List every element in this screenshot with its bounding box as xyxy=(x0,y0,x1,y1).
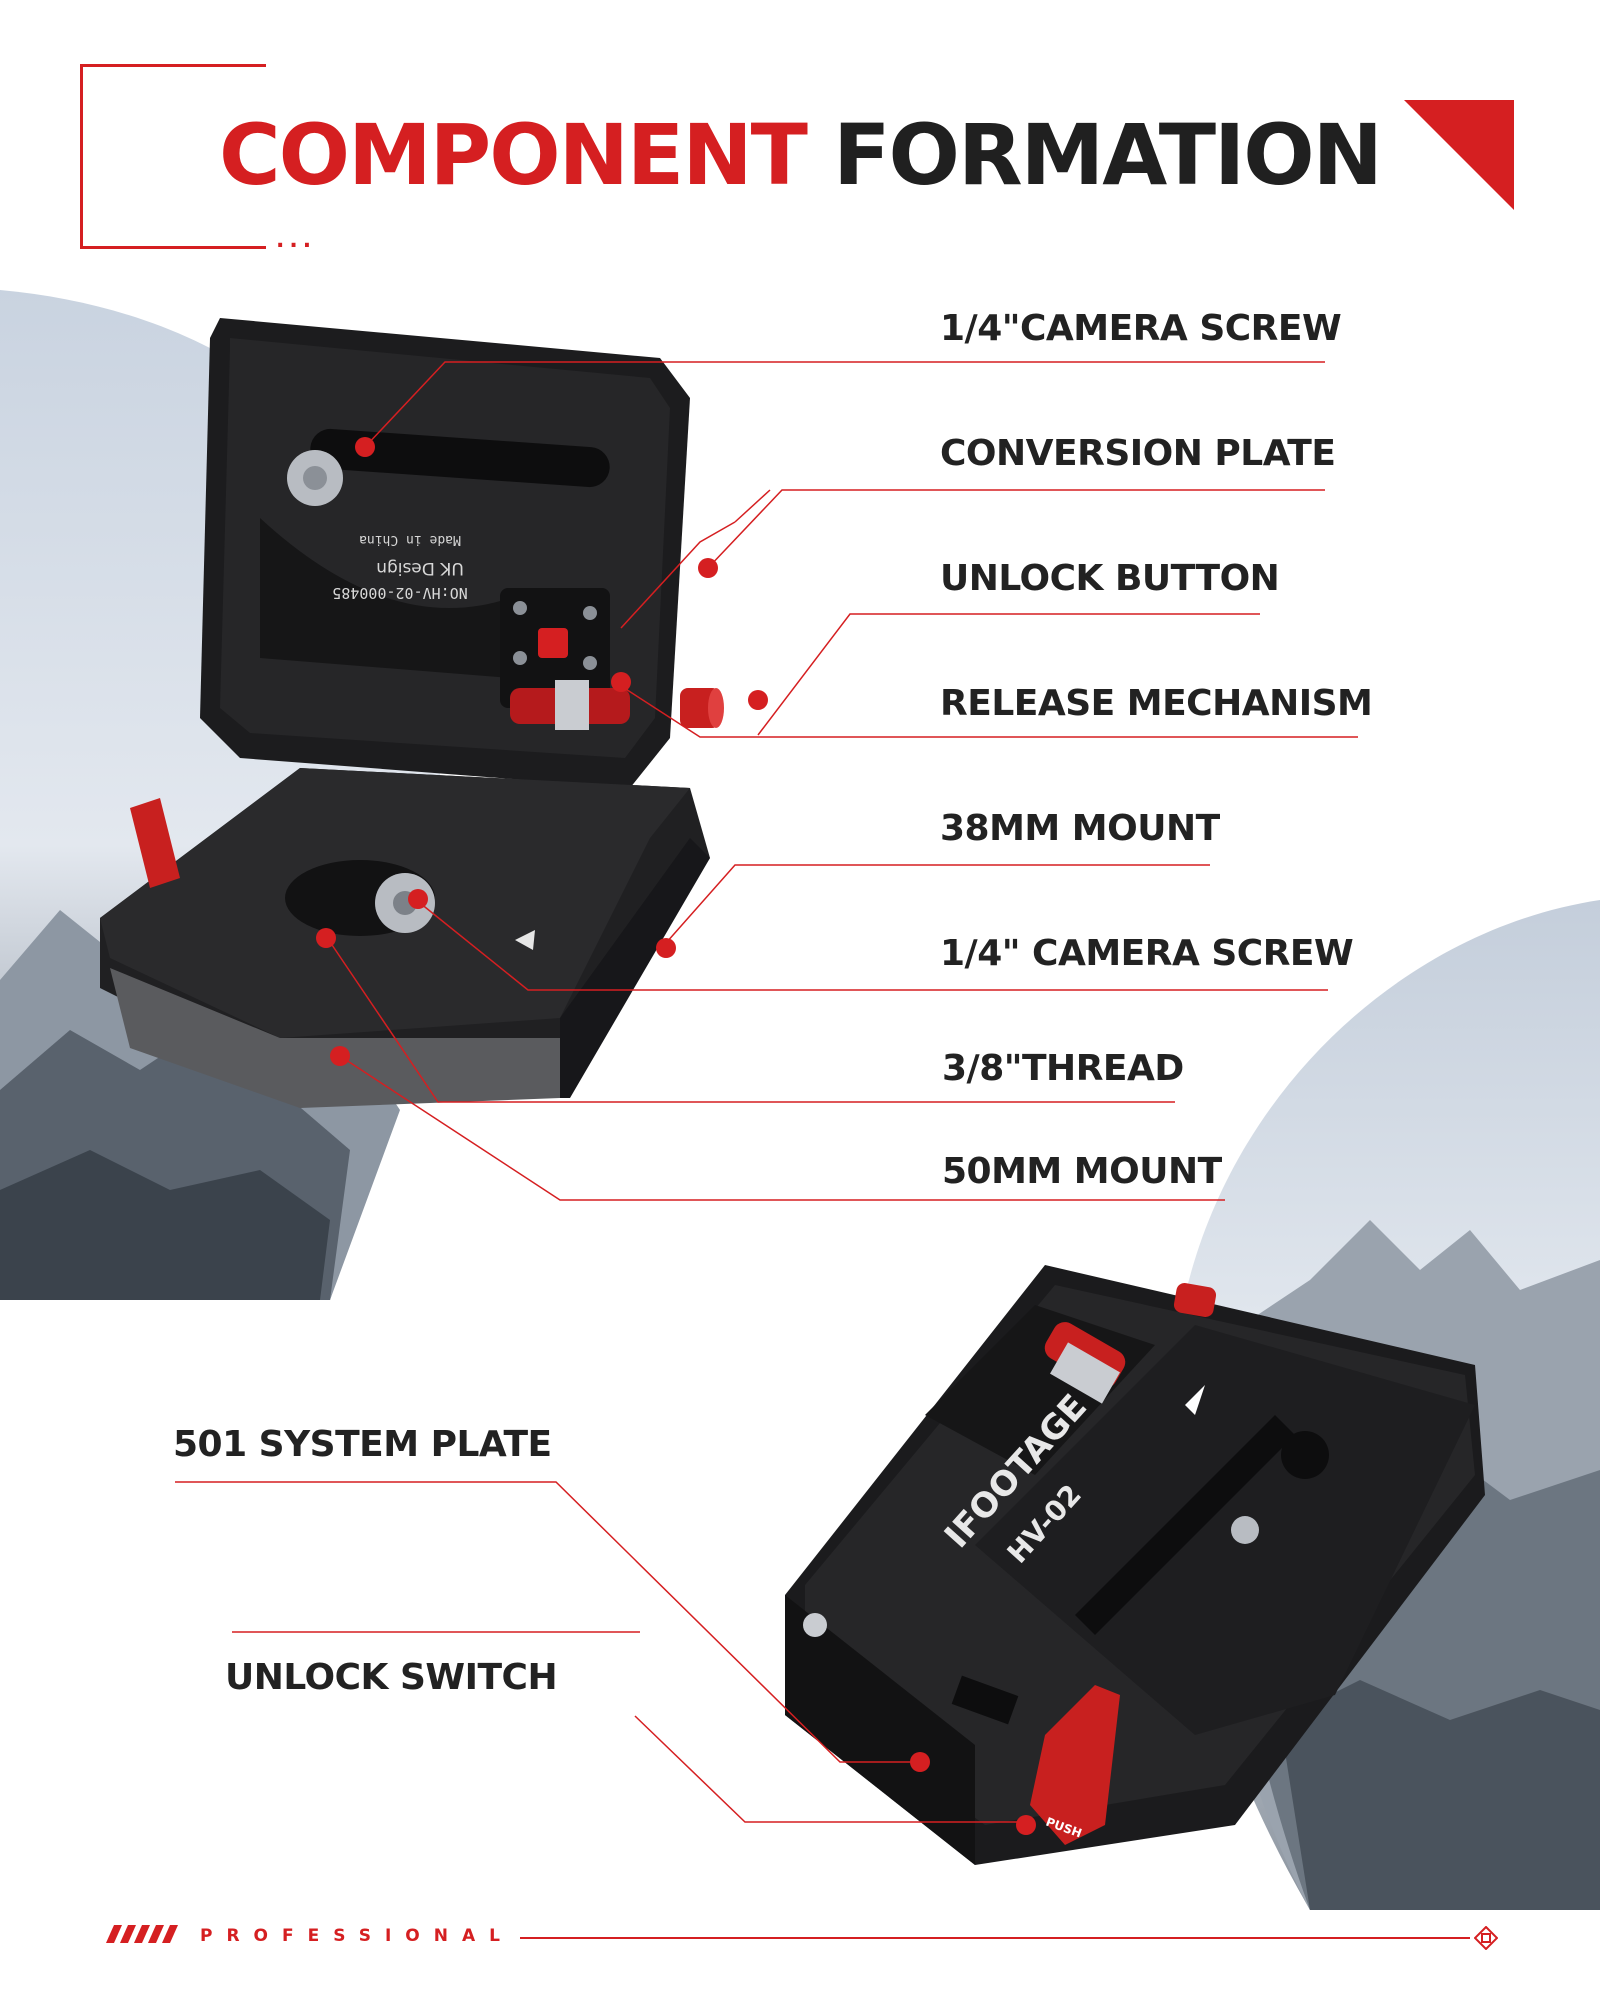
label-camera-screw-top: 1/4"CAMERA SCREW xyxy=(940,308,1342,349)
label-camera-screw-base: 1/4" CAMERA SCREW xyxy=(940,933,1354,974)
page-title: COMPONENT FORMATION xyxy=(0,100,1600,210)
header-bracket-left xyxy=(80,64,83,249)
corner-triangle-icon xyxy=(1404,100,1514,210)
header-bracket-top xyxy=(80,64,266,67)
label-unlock-switch: UNLOCK SWITCH xyxy=(225,1657,558,1698)
title-dark-word: FORMATION xyxy=(833,106,1383,204)
footer-slashes-icon xyxy=(106,1925,178,1943)
brand-mark-icon xyxy=(1474,1926,1498,1950)
header-dots: ... xyxy=(276,228,317,253)
label-38mm-mount: 38MM MOUNT xyxy=(940,808,1220,849)
product-image-l-bracket: Made in China UK Design NO:HV-02-000485 xyxy=(100,318,724,1108)
engraving-line-3: NO:HV-02-000485 xyxy=(332,584,467,602)
product-image-quick-release: IFOOTAGE HV-02 PUSH xyxy=(785,1265,1485,1865)
label-3-8-thread: 3/8"THREAD xyxy=(942,1048,1184,1089)
title-red-word: COMPONENT xyxy=(219,106,808,204)
header-bracket-bottom xyxy=(80,246,266,249)
footer-divider xyxy=(520,1937,1470,1939)
engraving-line-2: UK Design xyxy=(376,558,464,578)
label-501-system-plate: 501 SYSTEM PLATE xyxy=(173,1424,552,1465)
label-release-mechanism: RELEASE MECHANISM xyxy=(940,683,1373,724)
label-conversion-plate: CONVERSION PLATE xyxy=(940,433,1336,474)
engraving-line-1: Made in China xyxy=(359,532,461,547)
label-unlock-button: UNLOCK BUTTON xyxy=(940,558,1280,599)
footer-tagline: PROFESSIONAL xyxy=(200,1926,514,1946)
label-50mm-mount: 50MM MOUNT xyxy=(942,1151,1222,1192)
